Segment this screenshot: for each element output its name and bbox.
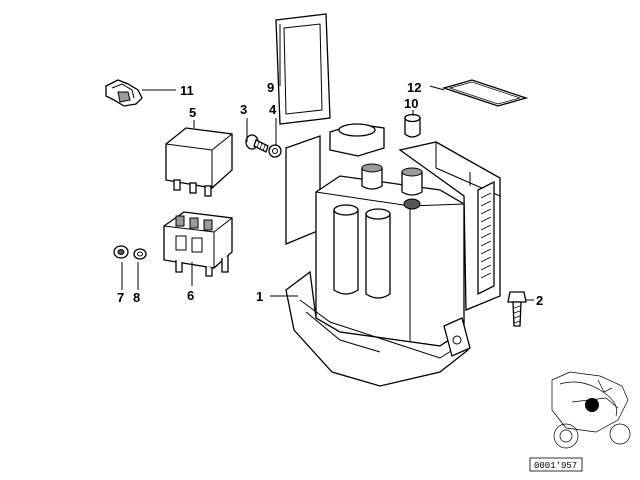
callout-2: 2 xyxy=(536,293,543,308)
reference-code-box: 0001'957 xyxy=(529,457,583,472)
clip-part xyxy=(105,79,143,107)
callout-3: 3 xyxy=(240,102,247,117)
screw-right-part xyxy=(507,291,527,327)
sleeve-part xyxy=(404,113,421,138)
callout-7: 7 xyxy=(117,290,124,305)
callout-8: 8 xyxy=(133,290,140,305)
gasket-part xyxy=(275,13,331,125)
relay-socket-part xyxy=(163,211,233,277)
washer-small-part xyxy=(268,144,282,158)
screw-part xyxy=(245,134,269,153)
reference-code: 0001'957 xyxy=(534,461,577,471)
callout-10: 10 xyxy=(404,96,418,111)
callout-5: 5 xyxy=(189,105,196,120)
abs-unit-part xyxy=(285,123,501,387)
label-plate-part xyxy=(441,79,529,107)
callout-1: 1 xyxy=(256,289,263,304)
location-marker xyxy=(585,398,599,412)
callout-12: 12 xyxy=(407,80,421,95)
relay-part xyxy=(165,127,233,197)
callout-labels: 1 2 3 4 5 6 7 8 9 10 11 12 xyxy=(117,80,543,308)
callout-11: 11 xyxy=(180,83,194,98)
callout-6: 6 xyxy=(187,288,194,303)
motorcycle-locator-thumbnail xyxy=(551,371,631,449)
callout-9: 9 xyxy=(267,80,274,95)
washer-part xyxy=(133,248,147,260)
callout-4: 4 xyxy=(269,102,277,117)
nut-part xyxy=(113,245,129,259)
leader-lines xyxy=(121,24,534,301)
